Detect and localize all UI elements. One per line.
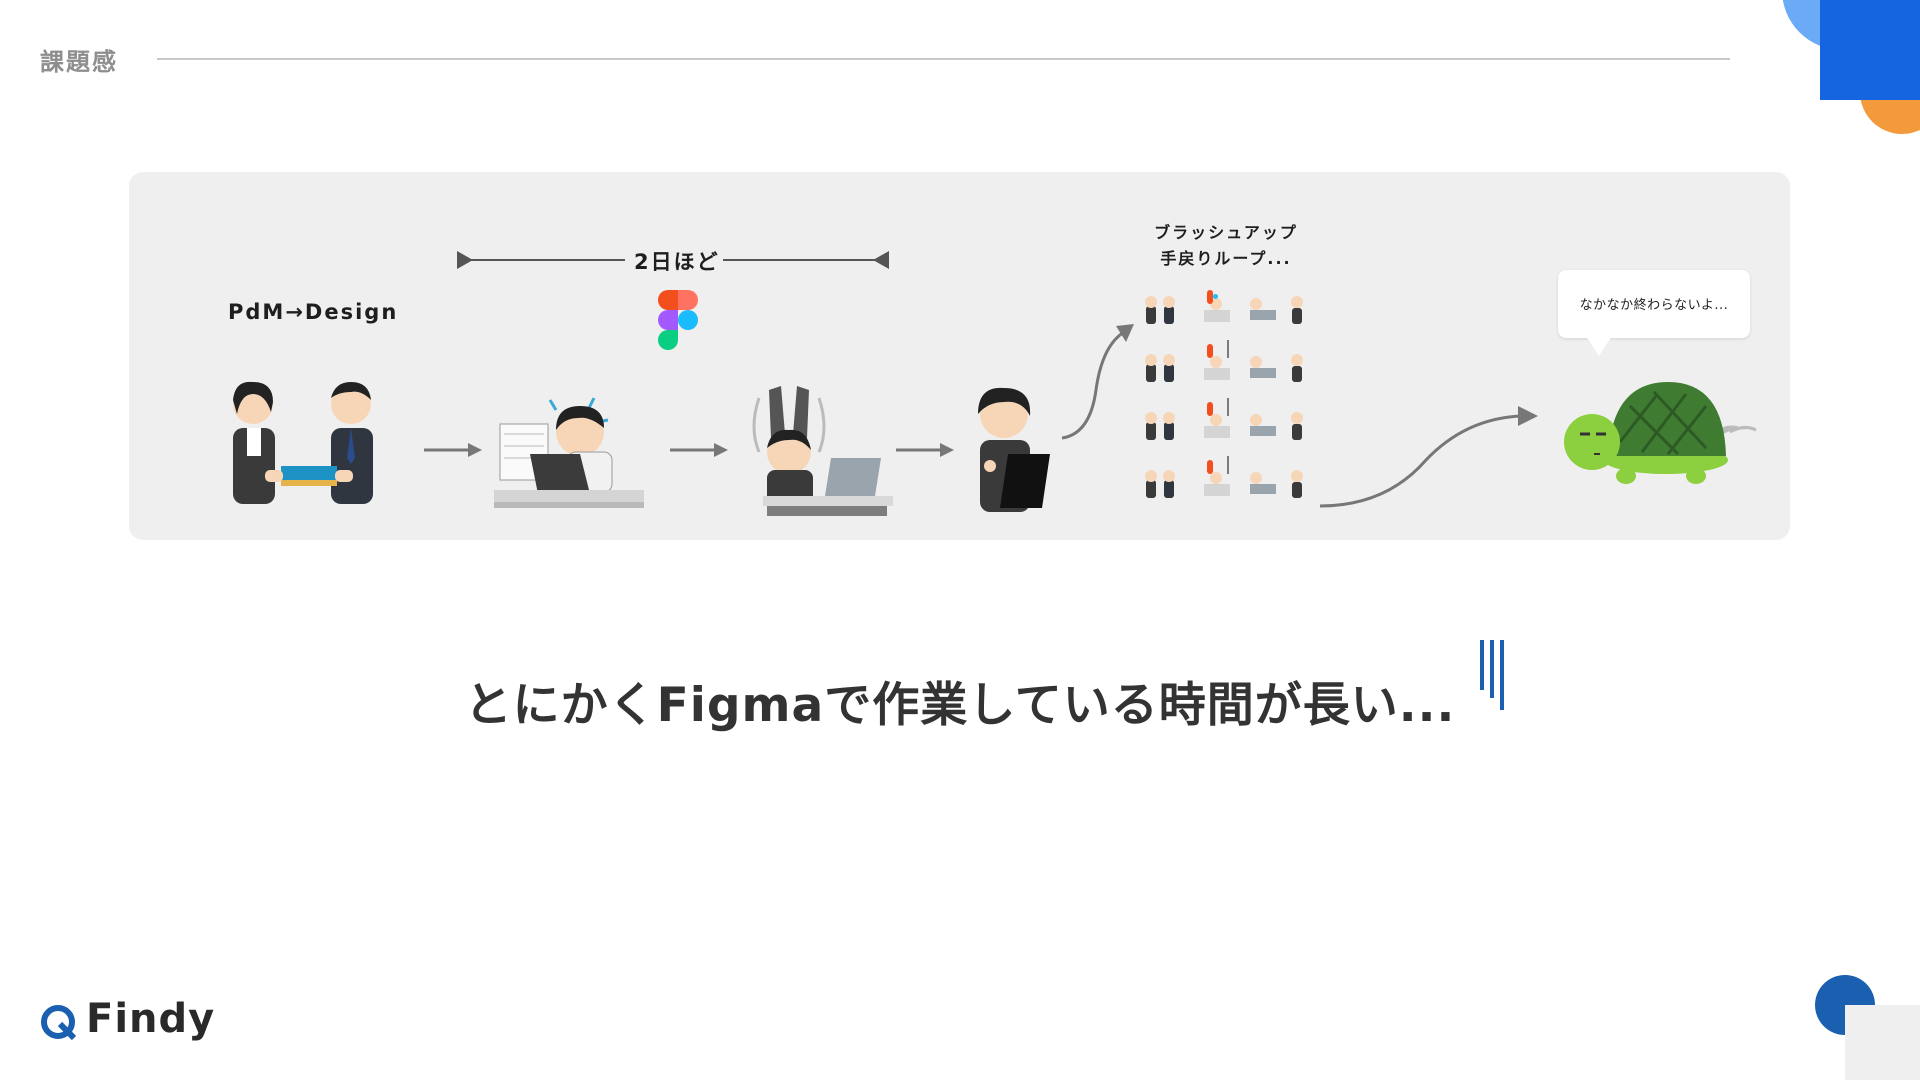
brand-name: Findy <box>86 996 216 1042</box>
loop-entry-arrow <box>1061 324 1134 440</box>
loop-row-3 <box>1145 398 1303 440</box>
designer-with-tablet-illustration <box>978 387 1050 512</box>
loop-label-line2: 手戻りループ... <box>1160 249 1292 268</box>
findy-logo-icon <box>41 1005 77 1041</box>
busy-designer-illustration <box>494 397 644 508</box>
workflow-panel <box>129 172 1790 540</box>
page-title: 課題感 <box>40 48 118 76</box>
corner-decoration-top <box>1782 0 1920 134</box>
loop-row-4 <box>1145 456 1303 498</box>
duration-bracket <box>457 251 889 269</box>
flow-arrow-1 <box>424 443 482 457</box>
header-divider <box>157 58 1730 60</box>
figma-logo-icon <box>658 290 698 350</box>
loop-exit-arrow <box>1319 406 1538 508</box>
speech-bubble-tail <box>1586 336 1612 356</box>
step1-label: PdM→Design <box>228 300 399 324</box>
speech-bubble-text: なかなか終わらないよ... <box>1579 298 1729 313</box>
loop-label-line1: ブラッシュアップ <box>1154 223 1298 242</box>
loop-label: ブラッシュアップ 手戻りループ... <box>1140 220 1312 272</box>
flow-arrow-2 <box>670 443 728 457</box>
main-message: とにかくFigmaで作業している時間が長い... <box>464 678 1456 733</box>
corner-decoration-bottom <box>1815 975 1920 1080</box>
revision-loop-grid <box>1145 290 1303 498</box>
stretching-designer-illustration <box>752 386 893 516</box>
loop-row-1 <box>1145 290 1303 324</box>
loop-row-2 <box>1145 340 1303 382</box>
emphasis-lines <box>1480 640 1504 710</box>
handover-people-illustration <box>233 381 373 504</box>
duration-label: 2日ほど <box>634 250 720 274</box>
flow-arrow-3 <box>896 443 954 457</box>
speech-bubble: なかなか終わらないよ... <box>1558 270 1750 338</box>
slow-turtle-illustration <box>1564 382 1757 484</box>
